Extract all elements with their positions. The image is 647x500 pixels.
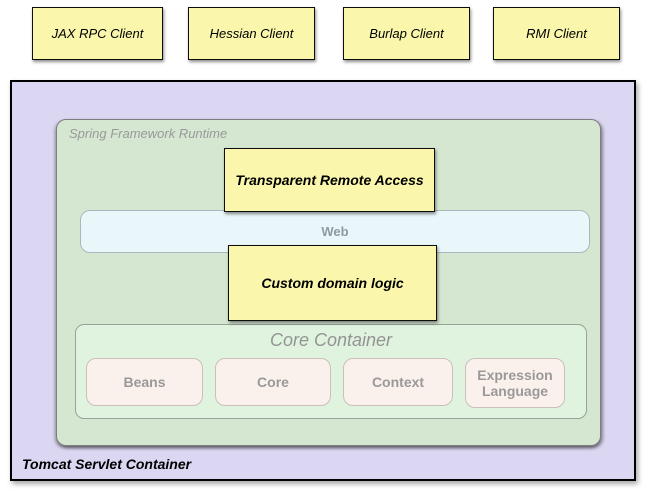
module-core: Core [215,358,331,406]
core-container-label: Core Container [269,330,393,350]
client-box-burlap: Burlap Client [343,7,470,60]
client-box-hessian: Hessian Client [188,7,315,60]
client-box-jax-rpc: JAX RPC Client [32,7,163,60]
module-beans: Beans [86,358,203,406]
core-container: Core Container Beans Core Context Expres… [75,324,587,419]
web-layer-label: Web [321,224,349,239]
client-label: RMI Client [526,26,587,41]
tomcat-servlet-container-label: Tomcat Servlet Container [22,456,192,472]
spring-framework-runtime: Spring Framework Runtime Web Core Contai… [56,119,601,446]
client-label: Burlap Client [369,26,444,41]
client-box-rmi: RMI Client [493,7,620,60]
module-context: Context [343,358,453,406]
spring-framework-runtime-label: Spring Framework Runtime [69,126,228,141]
client-label: JAX RPC Client [51,26,144,41]
tomcat-servlet-container: Spring Framework Runtime Web Core Contai… [10,80,636,481]
custom-domain-logic-box: Custom domain logic [228,245,437,321]
client-label: Hessian Client [209,26,294,41]
transparent-remote-access-box: Transparent Remote Access [224,148,435,212]
module-expression-language: Expression Language [465,358,565,408]
